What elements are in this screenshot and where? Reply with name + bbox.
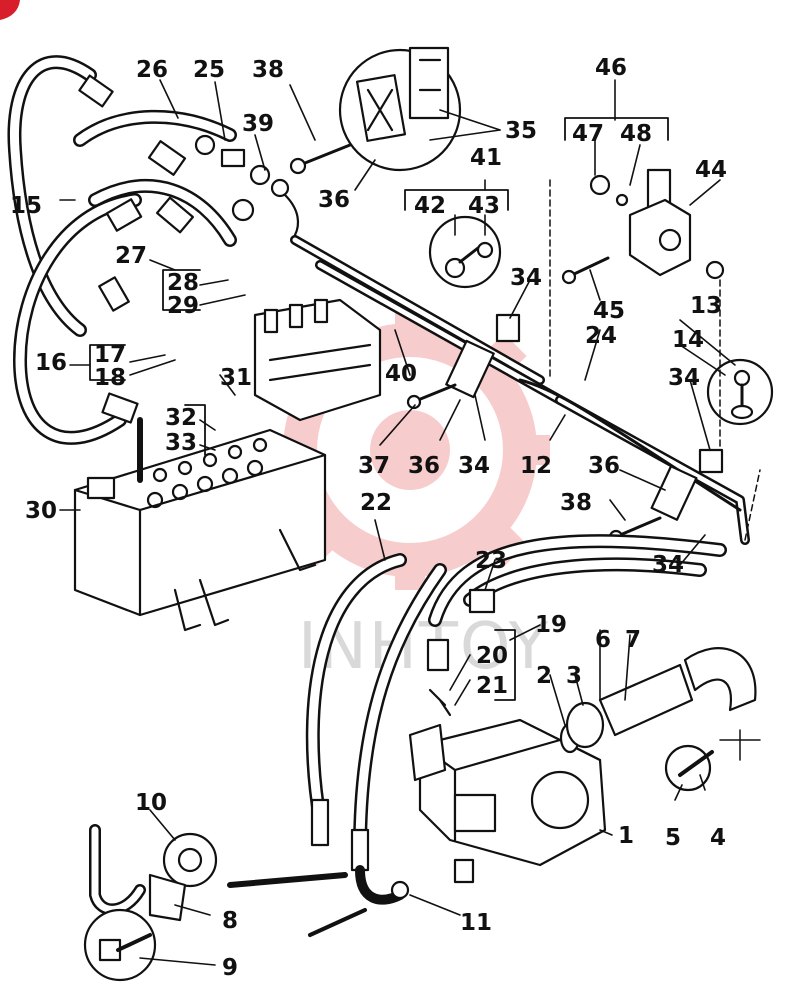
clamp-34 xyxy=(445,339,495,399)
callout-34-a: 34 xyxy=(510,265,542,291)
bracket-46 xyxy=(564,117,669,141)
callout-38: 38 xyxy=(252,57,284,83)
callout-28: 28 xyxy=(167,270,199,296)
fitting-26 xyxy=(194,134,216,156)
control-valve-31 xyxy=(253,298,382,422)
fitting-47 xyxy=(589,174,611,196)
callout-3: 3 xyxy=(566,663,582,689)
fitting-11 xyxy=(355,865,405,905)
callout-44: 44 xyxy=(695,157,727,183)
fitting-39 xyxy=(249,164,271,186)
flange-3 xyxy=(565,701,605,749)
callout-11: 11 xyxy=(460,910,492,936)
callout-20: 20 xyxy=(476,643,508,669)
callout-18: 18 xyxy=(94,365,126,391)
callout-34-d: 34 xyxy=(652,552,684,578)
hose-fitting xyxy=(78,74,114,108)
callout-23: 23 xyxy=(475,548,507,574)
callout-35: 35 xyxy=(505,118,537,144)
callout-33: 33 xyxy=(165,430,197,456)
callout-6: 6 xyxy=(595,627,611,653)
dash-line xyxy=(227,872,348,888)
corner-mark xyxy=(0,0,20,20)
callout-27: 27 xyxy=(115,243,147,269)
callout-16: 16 xyxy=(35,350,67,376)
callout-25: 25 xyxy=(193,57,225,83)
callout-46: 46 xyxy=(595,55,627,81)
callout-37: 37 xyxy=(358,453,390,479)
clamp-8 xyxy=(148,873,187,922)
callout-19: 19 xyxy=(535,612,567,638)
callout-21: 21 xyxy=(476,673,508,699)
bolt-45 xyxy=(570,256,610,277)
main-valve-block xyxy=(73,428,327,632)
callout-41: 41 xyxy=(470,145,502,171)
bolt-38-upper xyxy=(298,143,352,167)
callout-10: 10 xyxy=(135,790,167,816)
valve-44 xyxy=(628,168,725,280)
callout-34-c: 34 xyxy=(458,453,490,479)
bracket-17-18 xyxy=(89,344,126,381)
bolt-38-lower xyxy=(618,516,662,537)
callout-29: 29 xyxy=(167,293,199,319)
callout-32: 32 xyxy=(165,405,197,431)
callout-36-top: 36 xyxy=(318,187,350,213)
callout-1: 1 xyxy=(618,823,634,849)
callout-34-b: 34 xyxy=(668,365,700,391)
fitting-25 xyxy=(220,148,246,168)
callout-15: 15 xyxy=(10,193,42,219)
callout-36-mid: 36 xyxy=(408,453,440,479)
callout-31: 31 xyxy=(220,365,252,391)
clamp-34-b xyxy=(650,465,698,521)
bolt-37 xyxy=(416,383,457,402)
pump-1 xyxy=(408,718,607,884)
pipe-6 xyxy=(598,663,694,737)
callout-8: 8 xyxy=(222,908,238,934)
callout-17: 17 xyxy=(94,342,126,368)
callout-4: 4 xyxy=(710,825,726,851)
callout-47: 47 xyxy=(572,121,604,147)
callout-14: 14 xyxy=(672,327,704,353)
callout-39: 39 xyxy=(242,111,274,137)
washer-10 xyxy=(162,832,218,888)
callout-9: 9 xyxy=(222,955,238,981)
callout-43: 43 xyxy=(468,193,500,219)
callout-26: 26 xyxy=(136,57,168,83)
callout-38-lower: 38 xyxy=(560,490,592,516)
callout-labels: 26 25 38 39 15 27 28 29 16 17 18 31 32 3… xyxy=(10,55,727,981)
callout-13: 13 xyxy=(690,293,722,319)
callout-48: 48 xyxy=(620,121,652,147)
inset-13-14 xyxy=(706,358,774,426)
bracket-32-33 xyxy=(184,404,206,456)
callout-40: 40 xyxy=(385,361,417,387)
elbow-7 xyxy=(683,647,757,712)
bracket-41 xyxy=(404,189,509,211)
callout-2: 2 xyxy=(536,663,552,689)
callout-5: 5 xyxy=(665,825,681,851)
bracket-20-21 xyxy=(494,629,516,701)
callout-30: 30 xyxy=(25,498,57,524)
callout-45: 45 xyxy=(593,298,625,324)
callout-7: 7 xyxy=(625,627,641,653)
bracket-28-29 xyxy=(162,269,201,311)
callout-22: 22 xyxy=(360,490,392,516)
callout-24: 24 xyxy=(585,323,617,349)
callout-36-right: 36 xyxy=(588,453,620,479)
callout-12: 12 xyxy=(520,453,552,479)
callout-42: 42 xyxy=(414,193,446,219)
